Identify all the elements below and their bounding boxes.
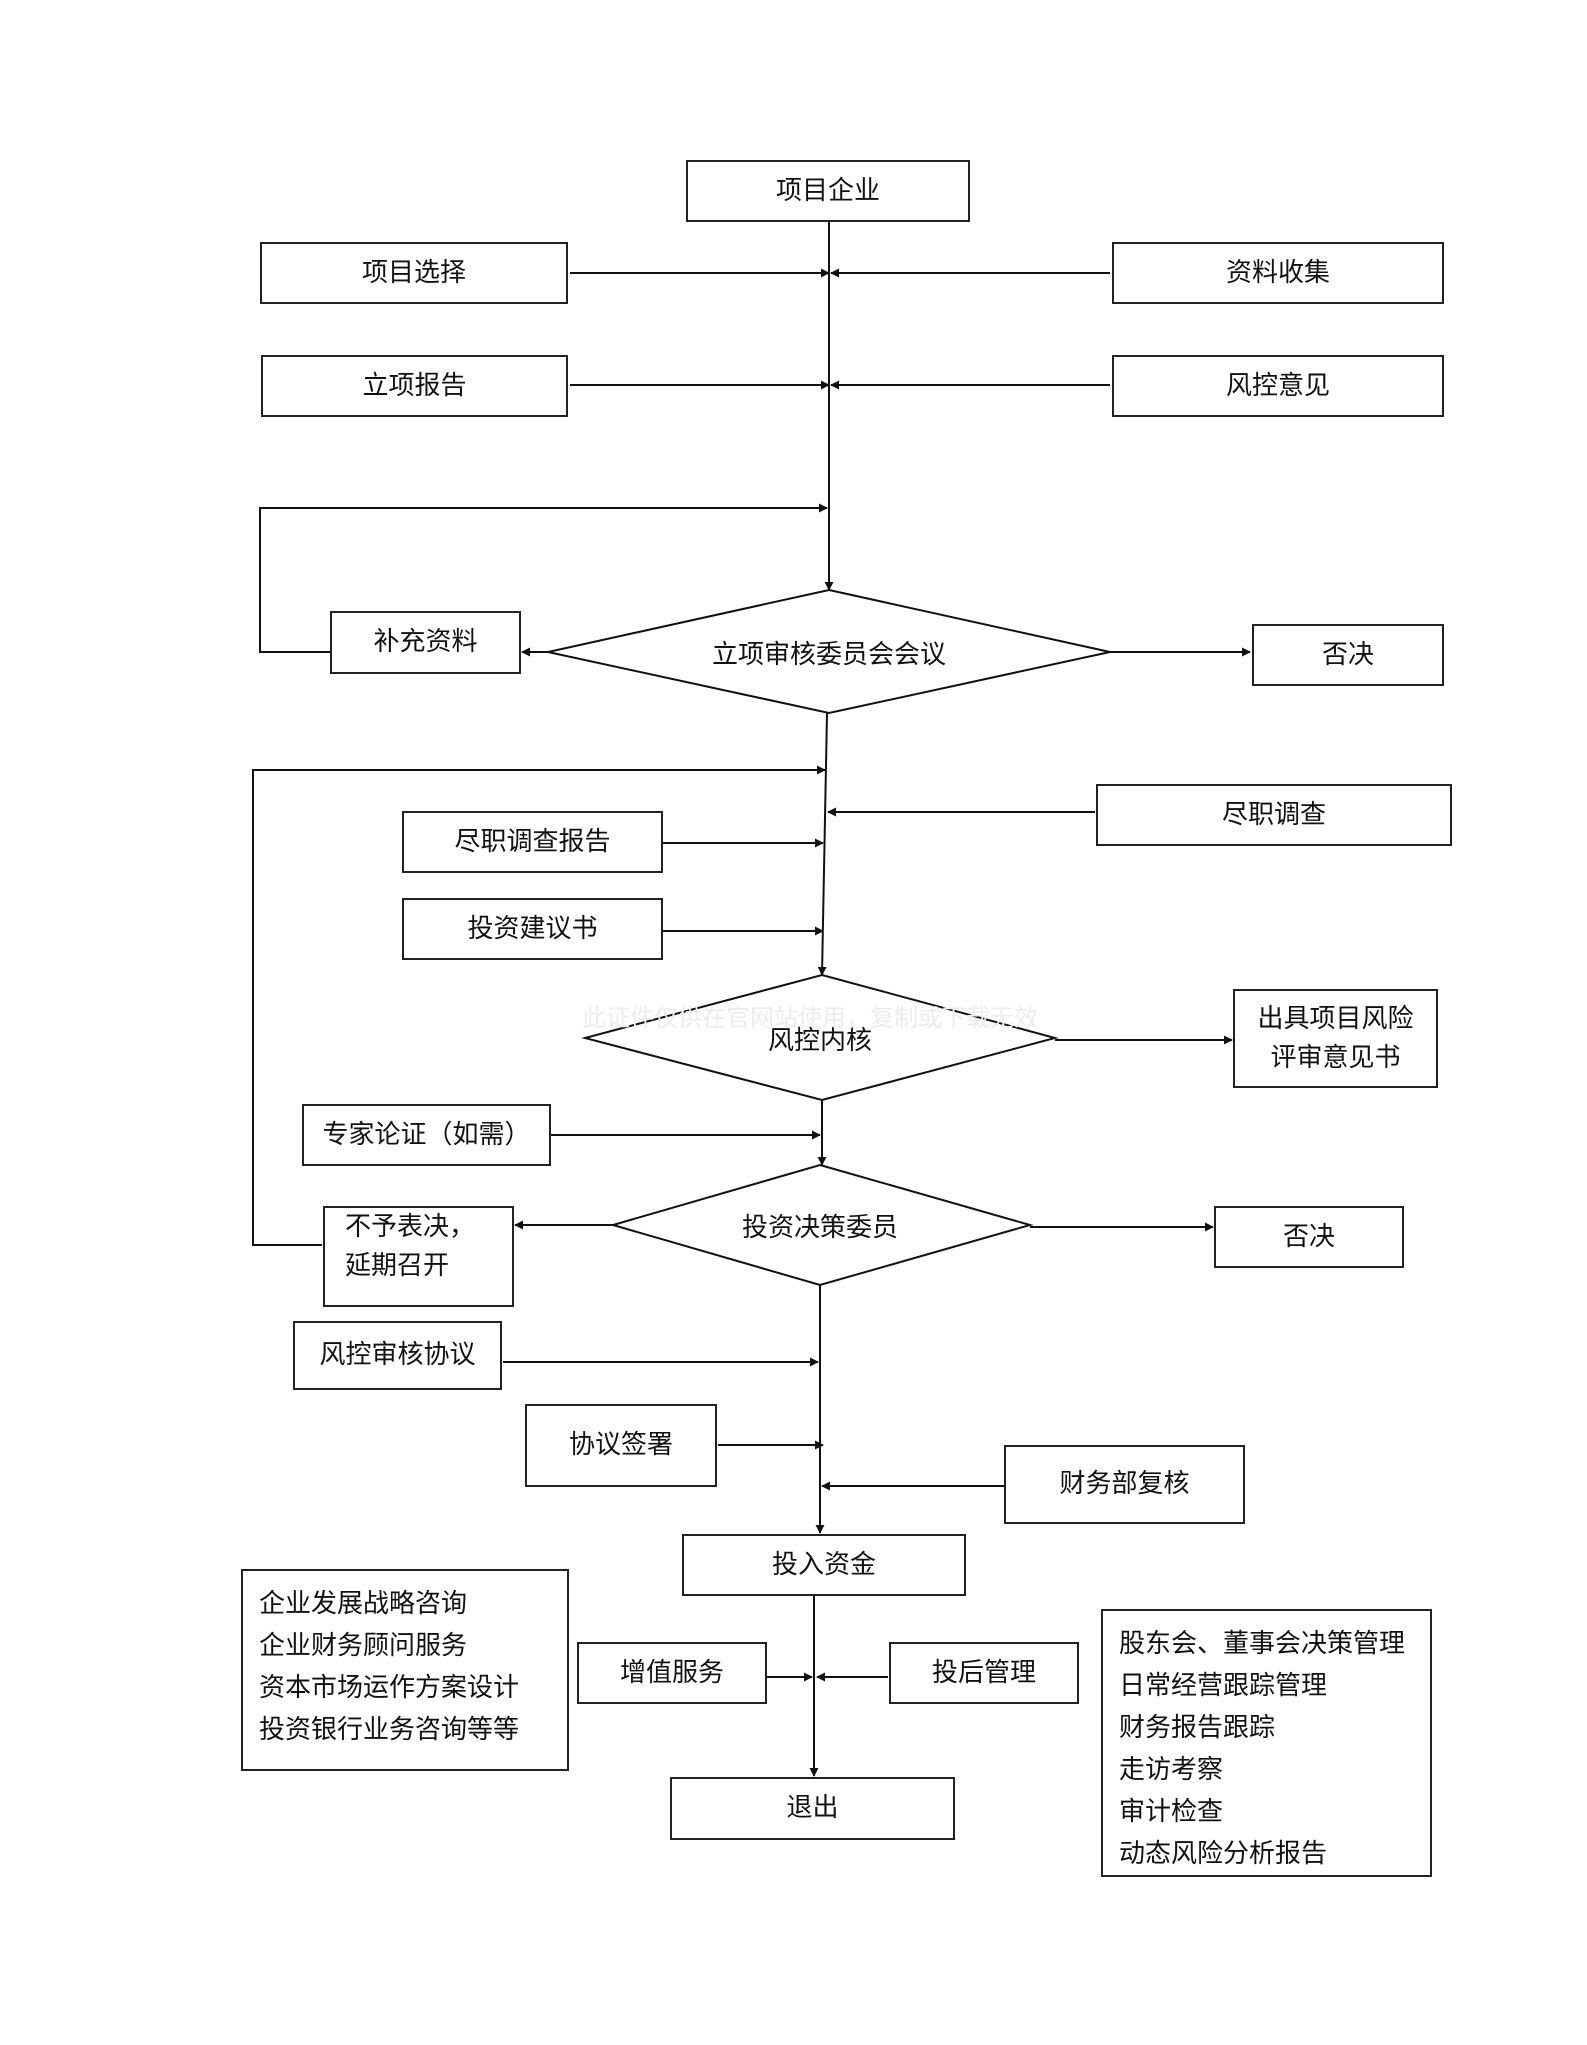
post-investment-item: 财务报告跟踪 [1119,1713,1276,1743]
node-investment-proposal: 投资建议书 [402,898,663,960]
node-project-company: 项目企业 [686,160,970,222]
node-data-collection: 资料收集 [1112,242,1444,304]
post-investment-item: 动态风险分析报告 [1119,1839,1328,1869]
approval-meeting-diamond [547,588,1111,715]
value-added-item: 资本市场运作方案设计 [259,1673,520,1703]
node-due-diligence-report: 尽职调查报告 [402,811,663,873]
node-expert-review: 专家论证（如需） [302,1104,551,1166]
node-finance-recheck: 财务部复核 [1004,1445,1245,1524]
node-post-investment-mgmt: 投后管理 [889,1642,1079,1704]
node-exit: 退出 [670,1777,955,1840]
loop-supplement-data [259,503,828,653]
value-added-item: 企业财务顾问服务 [259,1631,468,1661]
node-risk-opinion: 风控意见 [1112,355,1444,417]
post-investment-list: 股东会、董事会决策管理 日常经营跟踪管理 财务报告跟踪 走访考察 审计检查 动态… [1101,1609,1432,1877]
value-added-item: 投资银行业务咨询等等 [259,1715,520,1745]
node-risk-internal-review: 风控内核 [767,1025,872,1056]
node-risk-opinion-letter-line-2: 评审意见书 [1270,1042,1401,1073]
node-postpone-line-2: 延期召开 [345,1251,450,1281]
post-investment-item: 日常经营跟踪管理 [1119,1671,1328,1701]
watermark-text: 此证件仅供在官网站使用，复制或下载无效 [582,1004,1038,1032]
value-added-list: 企业发展战略咨询 企业财务顾问服务 资本市场运作方案设计 投资银行业务咨询等等 [241,1569,569,1771]
loop-postpone [252,765,826,1246]
node-postpone: 不予表决， 延期召开 [323,1206,514,1307]
node-value-added-service: 增值服务 [577,1642,767,1704]
value-added-item: 企业发展战略咨询 [259,1589,468,1619]
node-reject-1: 否决 [1252,624,1444,686]
node-supplement-data: 补充资料 [330,611,521,674]
post-investment-item: 审计检查 [1119,1797,1224,1827]
node-risk-opinion-letter-line-1: 出具项目风险 [1257,1003,1414,1034]
node-invest-funds: 投入资金 [682,1534,966,1596]
node-investment-committee: 投资决策委员 [741,1212,898,1243]
node-project-report: 立项报告 [261,355,568,417]
node-postpone-line-1: 不予表决， [345,1212,476,1242]
post-investment-item: 走访考察 [1119,1755,1224,1785]
node-due-diligence: 尽职调查 [1096,784,1452,846]
post-investment-item: 股东会、董事会决策管理 [1119,1629,1406,1659]
node-agreement-signing: 协议签署 [525,1404,717,1487]
node-risk-agreement-review: 风控审核协议 [293,1321,502,1390]
node-reject-2: 否决 [1214,1206,1404,1268]
node-risk-opinion-letter: 出具项目风险 评审意见书 [1233,989,1438,1088]
node-approval-meeting: 立项审核委员会会议 [711,639,946,670]
node-project-selection: 项目选择 [260,242,568,304]
